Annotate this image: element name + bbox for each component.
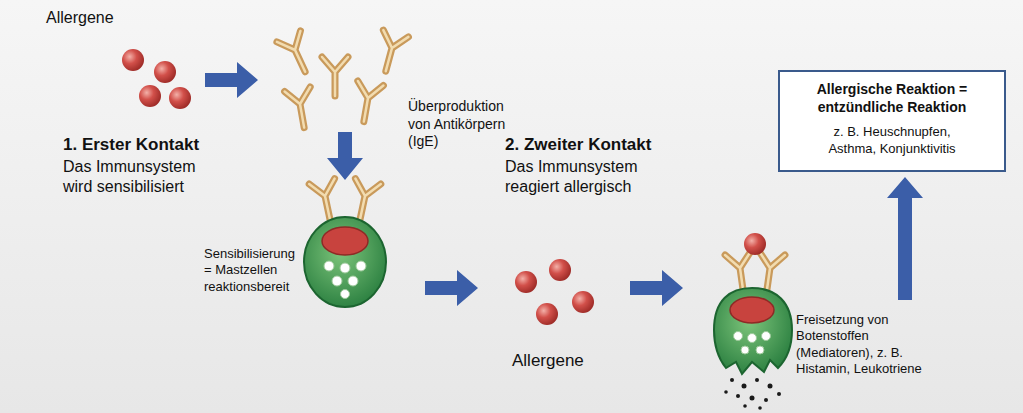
- degranulating-mast-cell: [730, 378, 734, 382]
- degranulating-mast-cell: [743, 404, 747, 408]
- mast-cell: [324, 261, 334, 271]
- degranulating-mast-cell: [730, 297, 774, 323]
- antibody-ige: [322, 57, 348, 96]
- mediator-label: Freisetzung von Botenstoffen (Mediatoren…: [796, 312, 928, 377]
- degranulating-mast-cell: [756, 346, 764, 354]
- step-text: Das Immunsystem wird sensibilisiert: [63, 157, 213, 197]
- antibody-ige: [277, 30, 409, 130]
- allergen-ball: [122, 49, 191, 109]
- flow-arrow: [205, 62, 258, 98]
- allergen-ball: [139, 85, 161, 107]
- cell-label: Sensibilisierung = Mastzellen reaktionsb…: [204, 246, 304, 295]
- degranulating-mast-cell: [764, 398, 768, 402]
- degranulating-mast-cell: [734, 332, 743, 341]
- mast-cell: [324, 261, 366, 299]
- step-heading: 1. Erster Kontakt: [63, 134, 263, 155]
- degranulating-mast-cell: [714, 288, 792, 374]
- degranulating-mast-cell: [754, 251, 785, 293]
- allergen-ball: [549, 259, 571, 281]
- allergen-ball: [536, 303, 558, 325]
- allergen-ball: [515, 259, 594, 325]
- mast-cell: [356, 261, 366, 271]
- box-heading: Allergische Reaktion = entzündliche Reak…: [796, 80, 988, 116]
- degranulating-mast-cell: [724, 378, 781, 410]
- mast-cell: [322, 227, 368, 255]
- degranulating-mast-cell: [742, 384, 747, 389]
- mast-cell: [347, 179, 381, 223]
- antibody-ige: [277, 31, 317, 77]
- allergen-ball: [169, 87, 191, 109]
- step-heading: 2. Zweiter Kontakt: [505, 134, 705, 155]
- flow-arrow: [425, 270, 478, 306]
- allergen-ball: [154, 61, 176, 83]
- result-box: Allergische Reaktion = entzündliche Reak…: [778, 70, 1006, 172]
- mast-cell: [348, 276, 358, 286]
- degranulating-mast-cell: [736, 394, 740, 398]
- antibody-ige: [285, 87, 317, 130]
- allergen-ball: [572, 291, 594, 313]
- allergen-label: Allergene: [512, 350, 632, 371]
- degranulating-mast-cell: [734, 332, 771, 355]
- mast-cell: [309, 179, 343, 223]
- mast-cell: [332, 276, 342, 286]
- flow-arrow: [630, 270, 683, 306]
- mast-cell: [304, 217, 386, 307]
- degranulating-mast-cell: [758, 406, 762, 410]
- degranulating-mast-cell: [750, 396, 755, 401]
- degranulating-mast-cell: [748, 334, 757, 343]
- degranulating-mast-cell: [762, 332, 771, 341]
- flow-arrow: [327, 132, 363, 180]
- antibody-label: Überproduktion von Antikörpern (IgE): [408, 98, 520, 151]
- step-text: Das Immunsystem reagiert allergisch: [505, 157, 665, 197]
- degranulating-mast-cell: [724, 390, 728, 394]
- degranulating-mast-cell: [741, 346, 749, 354]
- flow-arrow: [887, 177, 923, 300]
- degranulating-mast-cell: [744, 233, 766, 255]
- mast-cell: [304, 179, 386, 307]
- mast-cell: [341, 290, 350, 299]
- mast-cell: [340, 263, 350, 273]
- degranulating-mast-cell: [777, 392, 781, 396]
- box-text: z. B. Heuschnupfen, Asthma, Konjunktivit…: [812, 124, 972, 158]
- degranulating-mast-cell: [755, 378, 759, 382]
- allergen-ball: [515, 271, 537, 293]
- degranulating-mast-cell: [714, 233, 792, 410]
- antibody-ige: [351, 81, 383, 124]
- degranulating-mast-cell: [768, 384, 773, 389]
- allergen-ball: [122, 49, 144, 71]
- antibody-ige: [373, 30, 408, 74]
- allergen-label: Allergene: [46, 8, 166, 28]
